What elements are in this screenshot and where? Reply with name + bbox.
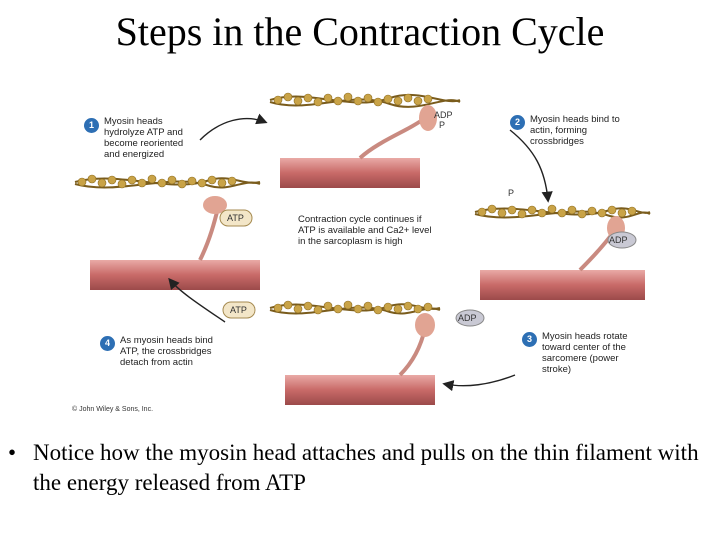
phosphate-label-top: P	[439, 120, 446, 130]
arrow-step4-to-step1	[168, 277, 226, 323]
atp-label-bottom: ATP	[230, 305, 247, 315]
step-3-label: Myosin heads rotate toward center of the…	[542, 331, 628, 375]
copyright-notice: © John Wiley & Sons, Inc.	[72, 406, 154, 413]
right-filament-group	[474, 204, 651, 300]
thick-filament-right	[480, 270, 645, 300]
contraction-cycle-diagram: 1 Myosin heads hydrolyze ATP and become …	[60, 70, 660, 420]
step-3-badge: 3	[522, 332, 537, 347]
step-2-badge: 2	[510, 115, 525, 130]
phosphate-label-right: P	[508, 188, 515, 198]
step-4-badge: 4	[100, 336, 115, 351]
atp-label-left: ATP	[227, 213, 244, 223]
bullet-text: Notice how the myosin head attaches and …	[33, 440, 699, 495]
step-4-label: As myosin heads bind ATP, the crossbridg…	[120, 335, 213, 368]
myosin-head-left	[198, 207, 220, 261]
adp-label-right: ADP	[609, 235, 628, 245]
arrow-step2-to-step3	[509, 129, 553, 203]
adp-label-top: ADP	[434, 110, 453, 120]
arrow-step1-to-step2	[199, 113, 268, 141]
step-1-badge: 1	[84, 118, 99, 133]
thick-filament-bottom	[285, 375, 435, 405]
bullet-symbol: •	[8, 440, 17, 465]
diagram-artwork	[74, 92, 651, 405]
step-2-label: Myosin heads bind to actin, forming cros…	[530, 114, 620, 147]
myosin-head-top	[358, 116, 427, 160]
thick-filament-top	[280, 158, 420, 188]
top-filament-group	[269, 92, 461, 188]
adp-label-bottom: ADP	[458, 313, 477, 323]
step-1-label: Myosin heads hydrolyze ATP and become re…	[104, 116, 184, 160]
arrow-step3-to-step4	[442, 374, 516, 392]
cycle-continuation-note: Contraction cycle continues if ATP is av…	[298, 214, 432, 247]
bottom-filament-group	[222, 300, 485, 405]
left-filament-group	[74, 174, 261, 290]
slide-title: Steps in the Contraction Cycle	[115, 9, 605, 54]
